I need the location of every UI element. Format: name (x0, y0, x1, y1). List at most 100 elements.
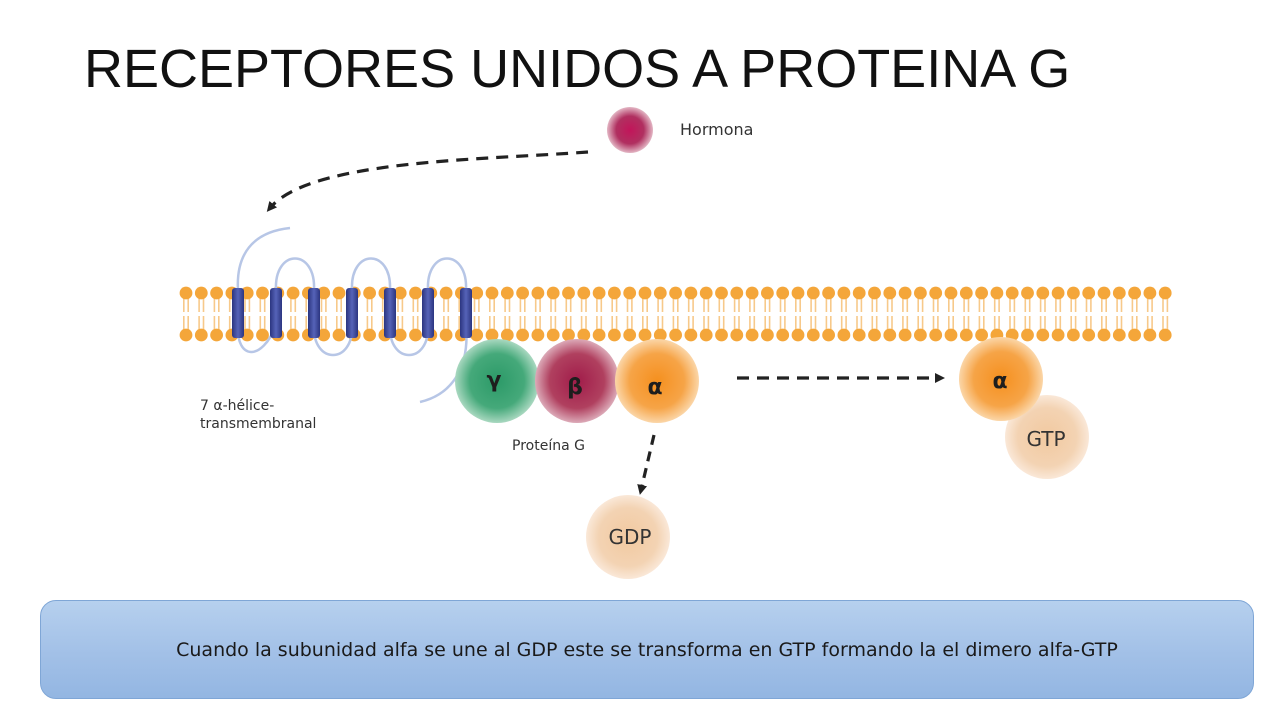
lipid-head (730, 286, 744, 300)
lipid-head (332, 286, 346, 300)
alpha-free-label: α (992, 369, 1007, 394)
lipid-head (975, 286, 988, 300)
gamma-subunit (455, 339, 539, 423)
lipid-head (837, 328, 851, 342)
caption-box: Cuando la subunidad alfa se une al GDP e… (40, 600, 1254, 699)
lipid-head (837, 286, 851, 300)
lipid-head (761, 328, 774, 342)
lipid-head (516, 286, 529, 300)
gtp-molecule (1005, 395, 1089, 479)
lipid-head (179, 286, 193, 300)
lipid-head (898, 286, 912, 300)
receptor-helix-3 (308, 288, 320, 338)
gdp-release-arrow (637, 434, 656, 495)
lipid-head (1143, 328, 1157, 342)
lipid-head (944, 328, 958, 342)
lipid-head (577, 286, 591, 300)
lipid-head (470, 328, 484, 342)
lipid-head (256, 328, 269, 342)
lipid-head (776, 286, 790, 300)
lipid-head (914, 328, 927, 342)
lipid-head (500, 286, 514, 300)
lipid-head (393, 286, 407, 300)
lipid-head (914, 286, 927, 300)
lipid-head (959, 328, 973, 342)
lipid-head (944, 286, 958, 300)
beta-subunit (535, 339, 619, 423)
receptor-7-transmembrane-helices (232, 288, 472, 338)
lipid-head (286, 328, 300, 342)
slide-title: RECEPTORES UNIDOS A PROTEINA G (84, 39, 1071, 99)
g-protein-label: Proteína G (512, 438, 585, 454)
lipid-head (715, 328, 728, 342)
lipid-head (1112, 328, 1126, 342)
receptor-helix-4 (346, 288, 358, 338)
lipid-head (669, 328, 682, 342)
lipid-head (1067, 328, 1080, 342)
lipid-head (485, 286, 499, 300)
lipid-head (210, 286, 224, 300)
lipid-head (791, 328, 805, 342)
lipid-head (745, 328, 759, 342)
lipid-head (852, 328, 866, 342)
lipid-head (439, 328, 453, 342)
lipid-head (822, 328, 835, 342)
lipid-head (1036, 286, 1050, 300)
lipid-head (699, 328, 713, 342)
lipid-head (1021, 328, 1034, 342)
lipid-head (653, 328, 667, 342)
alpha-label: α (647, 375, 662, 400)
lipid-head (194, 328, 208, 342)
lipid-head (699, 286, 713, 300)
gdp-molecule (586, 495, 670, 579)
lipid-head (592, 286, 606, 300)
alpha-subunit-free (959, 337, 1043, 421)
lipid-head (623, 328, 637, 342)
hormone-label: Hormona (680, 120, 753, 139)
lipid-head (562, 286, 575, 300)
lipid-bilayer-membrane (179, 286, 1172, 342)
hormone-binding-arrow (266, 150, 589, 212)
lipid-head (806, 286, 820, 300)
lipid-head (531, 286, 545, 300)
lipid-head (653, 286, 667, 300)
lipid-head (1158, 328, 1172, 342)
lipid-head (868, 328, 881, 342)
lipid-head (684, 286, 698, 300)
lipid-head (194, 286, 208, 300)
receptor-label-line2: transmembranal (200, 416, 316, 432)
lipid-head (883, 328, 897, 342)
lipid-head (546, 328, 560, 342)
lipid-head (179, 328, 193, 342)
lipid-head (1021, 286, 1034, 300)
lipid-head (439, 286, 453, 300)
beta-label: β (567, 375, 583, 400)
lipid-head (317, 286, 331, 300)
lipid-head (332, 328, 346, 342)
lipid-head (638, 328, 652, 342)
alpha-subunit (615, 339, 699, 423)
receptor-helix-2 (270, 288, 282, 338)
lipid-head (761, 286, 774, 300)
lipid-head (806, 328, 820, 342)
lipid-head (1112, 286, 1126, 300)
lipid-head (1143, 286, 1157, 300)
lipid-head (638, 286, 652, 300)
lipid-head (745, 286, 759, 300)
lipid-head (363, 328, 376, 342)
lipid-head (470, 286, 484, 300)
lipid-head (929, 328, 943, 342)
g-protein-complex: γ β α (455, 339, 699, 423)
lipid-head (1067, 286, 1080, 300)
lipid-head (531, 328, 545, 342)
lipid-head (1097, 328, 1111, 342)
lipid-head (898, 328, 912, 342)
receptor-label-line1: 7 α-hélice- (200, 398, 274, 414)
lipid-head (791, 286, 805, 300)
lipid-head (975, 328, 988, 342)
lipid-head (1097, 286, 1111, 300)
lipid-head (363, 286, 376, 300)
lipid-head (1051, 328, 1065, 342)
lipid-head (684, 328, 698, 342)
